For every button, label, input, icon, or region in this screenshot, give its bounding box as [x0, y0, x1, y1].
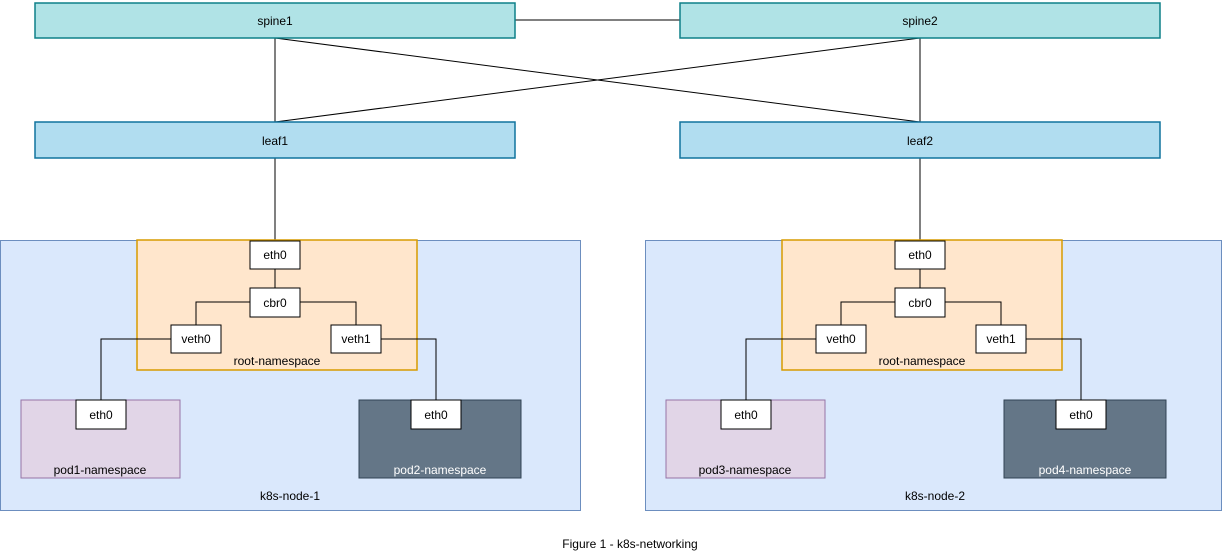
pod3-eth0-box — [720, 399, 772, 430]
link-node2-veth0-pod3 — [745, 338, 816, 401]
pod3-eth0-label: eth0 — [734, 408, 758, 422]
node1-veth0-label: veth0 — [181, 332, 211, 346]
leaf2-box — [679, 121, 1161, 159]
pod4-eth0-box — [1055, 399, 1107, 430]
pod1-namespace-label: pod1-namespace — [54, 463, 147, 477]
k8s-node-1: eth0 cbr0 veth0 veth1 root-namespace eth… — [0, 239, 581, 511]
pod2-eth0-label: eth0 — [424, 408, 448, 422]
node2-label: k8s-node-2 — [905, 489, 965, 503]
pod1-eth0-label: eth0 — [89, 408, 113, 422]
node1-eth0-box — [249, 240, 301, 270]
link-spine2-leaf1 — [274, 37, 921, 123]
node2-eth0-label: eth0 — [908, 248, 932, 262]
node2-veth1-box — [975, 324, 1027, 354]
pod4-namespace-label: pod4-namespace — [1039, 463, 1132, 477]
node1-label: k8s-node-1 — [260, 489, 320, 503]
pod2-namespace-label: pod2-namespace — [394, 463, 487, 477]
node2-cbr0-box — [894, 287, 946, 318]
spine1-label: spine1 — [257, 14, 293, 28]
spine1-box — [34, 2, 516, 39]
leaf1-label: leaf1 — [262, 134, 288, 148]
node2-cbr0-label: cbr0 — [908, 296, 932, 310]
link-node1-veth0-pod1 — [100, 338, 171, 401]
pod2-eth0-box — [410, 399, 462, 430]
node1-eth0-label: eth0 — [263, 248, 287, 262]
leaf2-label: leaf2 — [907, 134, 933, 148]
node2-eth0-box — [894, 240, 946, 270]
node1-veth1-label: veth1 — [341, 332, 371, 346]
link-node1-cbr0-veth1 — [300, 301, 357, 326]
link-node2-cbr0-veth1 — [945, 301, 1002, 326]
k8s-node-2: eth0 cbr0 veth0 veth1 root-namespace eth… — [645, 239, 1222, 511]
node1-veth0-box — [170, 324, 222, 354]
node2-veth0-label: veth0 — [826, 332, 856, 346]
link-node1-veth1-pod2 — [381, 338, 437, 401]
spine2-box — [679, 2, 1161, 39]
link-node2-cbr0-veth0 — [840, 301, 895, 326]
node1-root-namespace-label: root-namespace — [234, 354, 321, 368]
node2-root-namespace-label: root-namespace — [879, 354, 966, 368]
node1-cbr0-label: cbr0 — [263, 296, 287, 310]
pod4-eth0-label: eth0 — [1069, 408, 1093, 422]
node2-veth1-label: veth1 — [986, 332, 1016, 346]
link-node1-cbr0-veth0 — [195, 301, 250, 326]
link-node2-veth1-pod4 — [1026, 338, 1082, 401]
pod3-namespace-label: pod3-namespace — [699, 463, 792, 477]
pod1-eth0-box — [75, 399, 127, 430]
figure-caption: Figure 1 - k8s-networking — [562, 537, 697, 551]
leaf1-box — [34, 121, 516, 159]
node1-cbr0-box — [249, 287, 301, 318]
node2-veth0-box — [815, 324, 867, 354]
node1-veth1-box — [330, 324, 382, 354]
spine2-label: spine2 — [902, 14, 938, 28]
